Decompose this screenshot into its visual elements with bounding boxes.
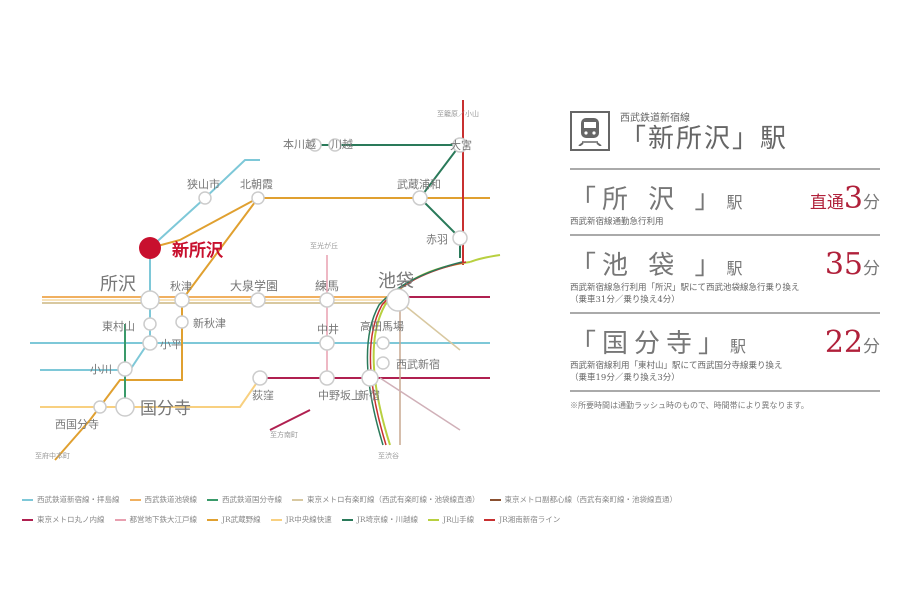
legend-item: 都営地下鉄大江戸線 (114, 510, 197, 530)
legend-item: JR埼京線・川越線 (341, 510, 418, 530)
legend-item: 東京メトロ副都心線（西武有楽町線・池袋線直通） (489, 490, 677, 510)
svg-text:小平: 小平 (160, 338, 182, 351)
legend-item: 東京メトロ丸ノ内線 (22, 510, 105, 530)
svg-text:至渋谷: 至渋谷 (378, 451, 399, 460)
svg-text:東村山: 東村山 (102, 319, 135, 333)
svg-text:至光が丘: 至光が丘 (310, 241, 338, 250)
svg-text:至籠原／小山: 至籠原／小山 (437, 109, 479, 118)
svg-text:新秋津: 新秋津 (193, 316, 226, 330)
route-ikebukuro: 「池 袋 」駅 35分 西武新宿線急行利用「所沢」駅にて西武池袋線急行乗り換え … (570, 247, 880, 305)
svg-text:練馬: 練馬 (315, 279, 339, 293)
footnote: ※所要時間は通勤ラッシュ時のもので、時間帯により異なります。 (570, 401, 809, 410)
legend-item: 東京メトロ有楽町線（西武有楽町線・池袋線直通） (292, 490, 480, 510)
access-panel: 西武鉄道新宿線 「新所沢」駅 「所 沢 」駅 直通3分 西武新宿線通勤急行利用 … (570, 100, 880, 411)
legend: 西武鉄道新宿線・拝島線西武鉄道池袋線西武鉄道国分寺線東京メトロ有楽町線（西武有楽… (22, 490, 882, 530)
home-station-label: 新所沢 (172, 240, 224, 261)
train-icon (570, 111, 610, 151)
main-station: 「新所沢」駅 (620, 123, 789, 154)
svg-text:国分寺: 国分寺 (140, 399, 191, 419)
legend-item: JR山手線 (427, 510, 474, 530)
svg-text:所沢: 所沢 (100, 274, 136, 295)
svg-text:新宿: 新宿 (358, 388, 380, 402)
route-kokubunji: 「国分寺」駅 22分 西武新宿線利用「東村山」駅にて西武国分寺線乗り換え （乗車… (570, 325, 880, 383)
legend-item: 西武鉄道国分寺線 (207, 490, 282, 510)
home-station-marker (139, 237, 161, 259)
legend-item: 西武鉄道池袋線 (129, 490, 197, 510)
svg-text:小川: 小川 (90, 363, 112, 376)
svg-text:大泉学園: 大泉学園 (230, 278, 278, 293)
svg-text:荻窪: 荻窪 (252, 388, 274, 402)
svg-text:西武新宿: 西武新宿 (396, 357, 440, 371)
svg-text:大宮: 大宮 (450, 138, 472, 152)
svg-text:赤羽: 赤羽 (426, 233, 448, 246)
svg-text:西国分寺: 西国分寺 (55, 418, 99, 431)
line-name: 西武鉄道新宿線 (620, 112, 690, 124)
svg-text:池袋: 池袋 (378, 271, 414, 292)
svg-text:中野坂上: 中野坂上 (318, 389, 362, 402)
legend-item: JR武蔵野線 (207, 510, 261, 530)
svg-text:中井: 中井 (317, 322, 339, 336)
svg-text:狭山市: 狭山市 (187, 177, 220, 191)
svg-text:本川越: 本川越 (283, 137, 316, 151)
legend-item: JR湘南新宿ライン (484, 510, 560, 530)
svg-text:至府中本町: 至府中本町 (35, 451, 70, 460)
svg-text:至方南町: 至方南町 (270, 430, 298, 439)
svg-text:北朝霞: 北朝霞 (240, 178, 273, 191)
legend-item: JR中央線快速 (270, 510, 332, 530)
svg-text:川越: 川越 (331, 137, 353, 151)
route-map: 新所沢 所沢 秋津 大泉学園 練馬 池袋 東村山 新秋津 小平 小川 国分寺 西… (30, 100, 501, 461)
route-tokorozawa: 「所 沢 」駅 直通3分 西武新宿線通勤急行利用 (570, 181, 880, 227)
svg-text:武蔵浦和: 武蔵浦和 (397, 178, 441, 191)
legend-item: 西武鉄道新宿線・拝島線 (22, 490, 120, 510)
svg-text:秋津: 秋津 (170, 279, 192, 293)
svg-text:高田馬場: 高田馬場 (360, 319, 404, 333)
